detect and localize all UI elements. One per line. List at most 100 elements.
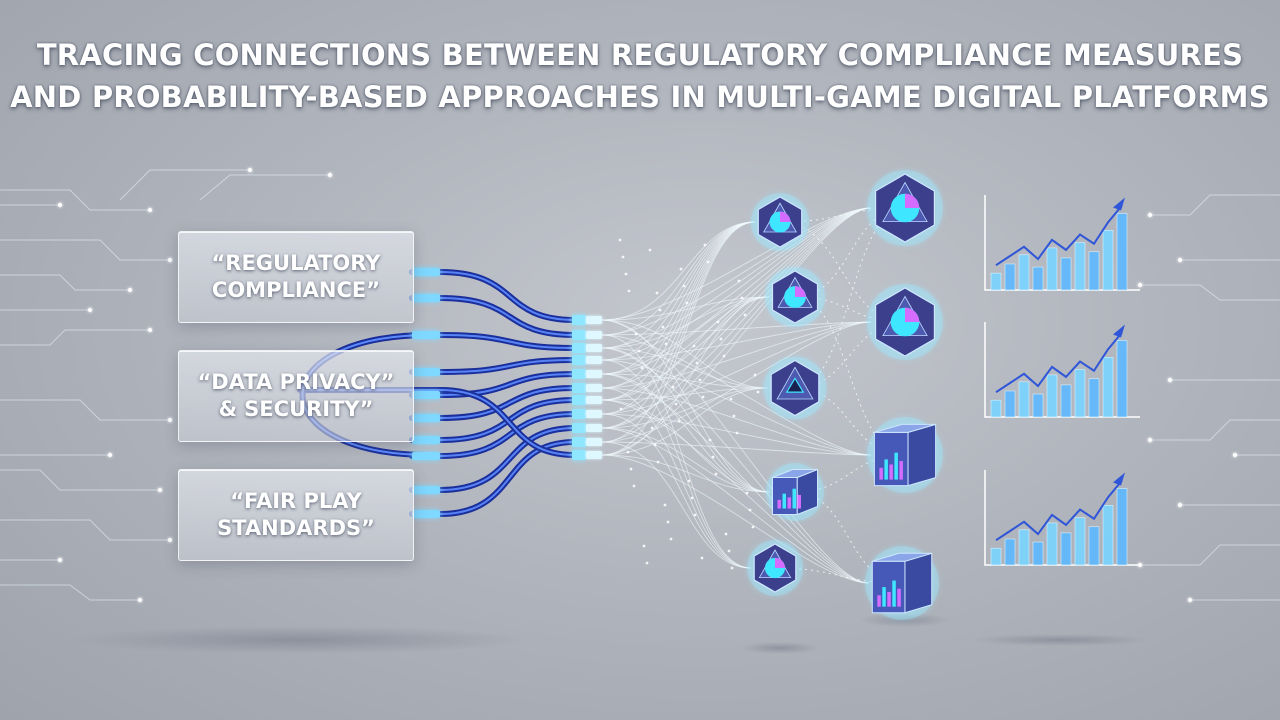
circuit-trace bbox=[0, 584, 140, 601]
fanout-thread bbox=[601, 207, 872, 456]
cable-connector bbox=[572, 355, 586, 365]
node-die-2 bbox=[867, 170, 943, 246]
triangle-die-icon bbox=[785, 377, 805, 393]
cable-glow-end bbox=[412, 331, 440, 339]
circuit-dot bbox=[1147, 437, 1153, 443]
fanout-thread bbox=[601, 399, 870, 584]
sparkle-dot bbox=[632, 484, 636, 488]
node-cube-8 bbox=[747, 540, 803, 596]
sparkle-dot bbox=[664, 342, 668, 346]
sparkle-dot bbox=[719, 337, 723, 341]
sparkle-dot bbox=[637, 349, 641, 353]
circuit-dot bbox=[1147, 212, 1153, 218]
chart-axis bbox=[984, 322, 1140, 418]
sparkle-dot bbox=[700, 556, 704, 560]
icon-pie-slice bbox=[905, 193, 920, 208]
chart-bar bbox=[1004, 390, 1016, 418]
sparkle-dot bbox=[645, 561, 649, 565]
sparkle-dot bbox=[653, 443, 657, 447]
fanout-thread bbox=[601, 207, 872, 361]
fanout-threads bbox=[601, 207, 906, 584]
node-die-5 bbox=[763, 356, 827, 420]
icon-pie-slice bbox=[795, 286, 806, 297]
circuit-trace bbox=[119, 169, 250, 201]
sparkle-dot bbox=[648, 248, 652, 252]
cable-glow-end bbox=[412, 414, 440, 422]
cable-connector bbox=[572, 450, 586, 460]
chart-bar bbox=[1116, 213, 1128, 291]
sparkle-dot bbox=[666, 520, 670, 524]
node-die-1 bbox=[751, 193, 809, 251]
chart-bar bbox=[1074, 242, 1086, 291]
chart-bar bbox=[1088, 378, 1100, 418]
cable-connector-tip bbox=[586, 316, 602, 324]
bar-chart-cube-icon bbox=[877, 580, 901, 607]
fanout-thread bbox=[601, 321, 872, 443]
sparkle-dot bbox=[690, 496, 694, 500]
sparkle-dot bbox=[695, 361, 699, 365]
fiber-cable-highlight bbox=[300, 389, 576, 456]
sparkle-dot bbox=[627, 289, 631, 293]
circuit-dot bbox=[147, 207, 153, 213]
fanout-thread bbox=[601, 221, 756, 321]
fiber-cable-highlight bbox=[412, 271, 576, 321]
sparkle-dot bbox=[703, 243, 707, 247]
circuit-traces-right bbox=[1137, 194, 1280, 603]
fanout-thread bbox=[601, 221, 756, 336]
circuit-trace bbox=[0, 239, 170, 261]
fiber-cable-highlight bbox=[412, 373, 576, 396]
fiber-cable-highlight bbox=[412, 297, 576, 336]
chart-bar bbox=[1018, 381, 1030, 418]
circuit-dot bbox=[127, 287, 133, 293]
sparkle-dot bbox=[701, 395, 705, 399]
fanout-thread bbox=[601, 221, 756, 361]
sparkle-dot bbox=[729, 397, 733, 401]
sparkle-dot bbox=[682, 284, 686, 288]
sparkle-dot bbox=[677, 419, 681, 423]
cable-glow-end bbox=[412, 268, 440, 276]
fanout-thread bbox=[601, 207, 872, 443]
sparkle-dot bbox=[727, 549, 731, 553]
chart-bar bbox=[1018, 254, 1030, 291]
circuit-trace bbox=[1150, 194, 1280, 216]
icon-bar bbox=[897, 588, 901, 607]
sparkle-dot bbox=[619, 407, 623, 411]
circuit-trace bbox=[0, 274, 130, 291]
chart-bar bbox=[1032, 266, 1044, 291]
circuit-trace bbox=[0, 399, 170, 421]
chart-bar bbox=[1102, 505, 1114, 566]
sparkle-dot bbox=[650, 426, 654, 430]
fanout-thread bbox=[601, 221, 756, 456]
circuit-trace bbox=[199, 174, 330, 201]
circuit-trace bbox=[1140, 544, 1280, 566]
circuit-dot bbox=[247, 167, 253, 173]
chart-bar bbox=[1074, 517, 1086, 566]
d20-die-icon bbox=[769, 211, 791, 233]
circuit-dot bbox=[157, 487, 163, 493]
icon-bar bbox=[797, 494, 801, 509]
cable-connector-tip bbox=[586, 424, 602, 432]
sparkle-dot bbox=[708, 438, 712, 442]
icon-triangle bbox=[785, 377, 805, 393]
cable-connector bbox=[572, 330, 586, 340]
cable-glow-end bbox=[412, 391, 440, 399]
cable-connector-tip bbox=[586, 344, 602, 352]
sparkle-dot bbox=[756, 390, 760, 394]
fanout-thread bbox=[601, 347, 870, 584]
chart-trend-arrow bbox=[1113, 324, 1125, 338]
sparkle-dot bbox=[671, 385, 675, 389]
chart-bar bbox=[1074, 369, 1086, 418]
fanout-thread bbox=[601, 321, 872, 336]
node-link bbox=[779, 221, 906, 323]
sparkle-dot bbox=[724, 532, 728, 536]
circuit-trace bbox=[1140, 284, 1280, 301]
icon-bar bbox=[892, 580, 896, 607]
fanout-thread bbox=[601, 296, 770, 429]
circuit-dot bbox=[1167, 377, 1173, 383]
chart-bar bbox=[990, 272, 1002, 291]
node-link bbox=[794, 387, 906, 456]
bar-chart-cube-icon bbox=[879, 452, 903, 480]
pie-chart-die-icon bbox=[890, 307, 920, 337]
node-cube-7 bbox=[766, 463, 824, 521]
chart-bar bbox=[1060, 532, 1072, 566]
